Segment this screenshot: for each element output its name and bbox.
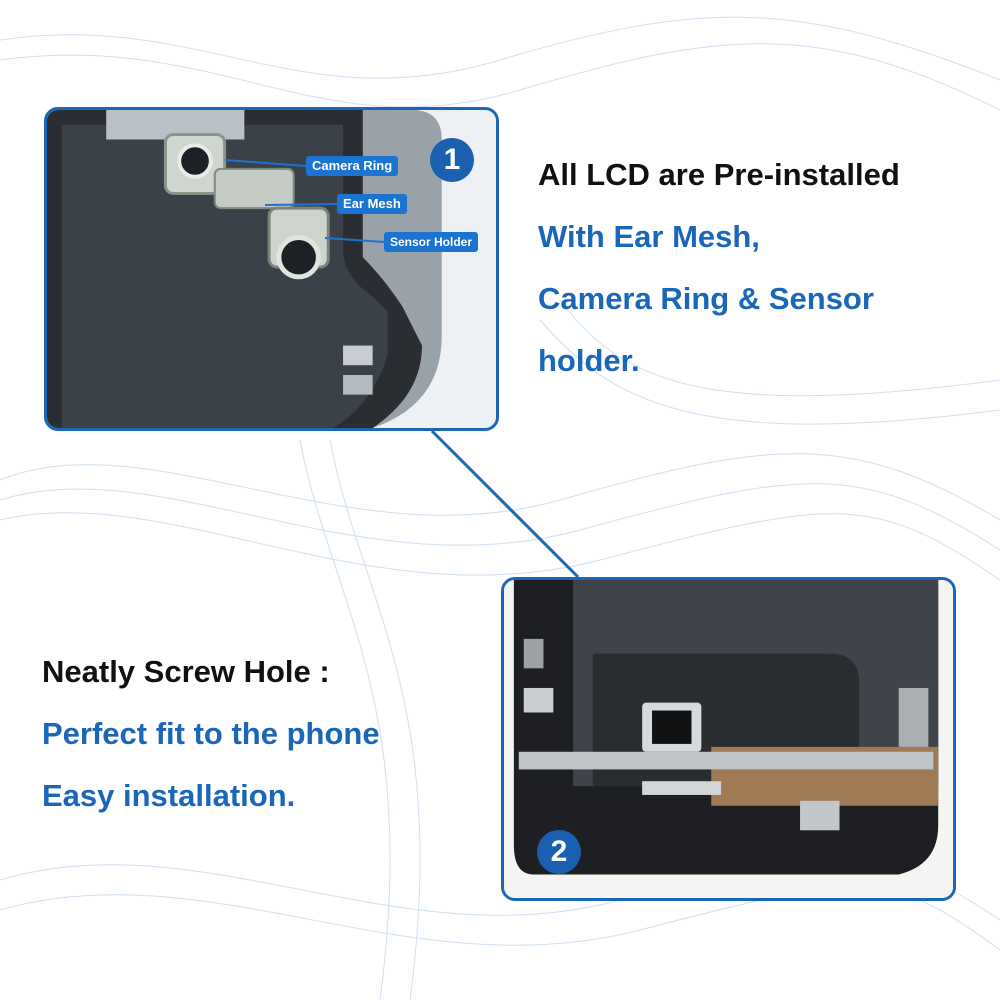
section-1-text: All LCD are Pre-installed With Ear Mesh,… <box>538 144 900 392</box>
lcd-top-corner-illustration <box>47 110 496 428</box>
lcd-bottom-corner-photo <box>501 577 956 901</box>
section-2-line-2: Perfect fit to the phone <box>42 716 380 751</box>
ear-mesh-label: Ear Mesh <box>337 194 407 214</box>
camera-ring-label: Camera Ring <box>306 156 399 176</box>
section-1-line-3: Camera Ring & Sensor <box>538 281 874 316</box>
step-1-badge: 1 <box>430 138 474 182</box>
lcd-bottom-corner-illustration <box>504 580 953 898</box>
section-1-line-4: holder. <box>538 343 640 378</box>
sensor-holder-label: Sensor Holder <box>384 232 479 252</box>
section-2-heading: Neatly Screw Hole : <box>42 654 330 689</box>
step-2-badge: 2 <box>537 830 581 874</box>
section-1-heading: All LCD are Pre-installed <box>538 157 900 192</box>
section-2-text: Neatly Screw Hole : Perfect fit to the p… <box>42 641 380 827</box>
section-2-line-3: Easy installation. <box>42 778 296 813</box>
section-1-line-2: With Ear Mesh, <box>538 219 760 254</box>
